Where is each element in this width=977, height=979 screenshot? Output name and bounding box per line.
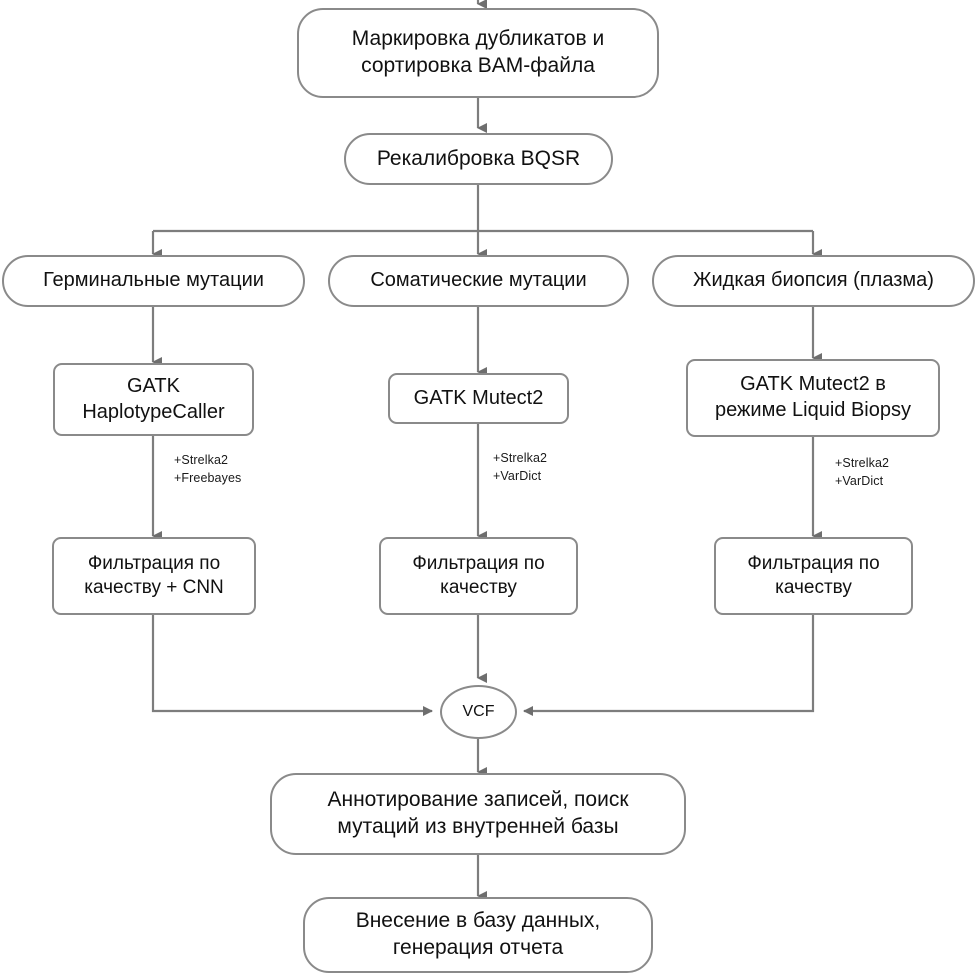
node-filter-germline[interactable]: Фильтрация по качеству + CNN: [52, 537, 256, 615]
node-gatk-mutect2-liquid[interactable]: GATK Mutect2 в режиме Liquid Biopsy: [686, 359, 940, 437]
node-germline-mutations[interactable]: Герминальные мутации: [2, 255, 305, 307]
node-mark-duplicates[interactable]: Маркировка дубликатов и сортировка BAM-ф…: [297, 8, 659, 98]
edge-label-somatic-tools: +Strelka2 +VarDict: [493, 451, 548, 483]
node-bqsr[interactable]: Рекалибровка BQSR: [344, 133, 613, 185]
node-annotation[interactable]: Аннотирование записей, поиск мутаций из …: [270, 773, 686, 855]
edge-filter-germline-to-vcf: [151, 615, 433, 716]
edge-filter-liquid-to-vcf: [523, 615, 815, 716]
node-liquid-biopsy[interactable]: Жидкая биопсия (плазма): [652, 255, 975, 307]
node-filter-liquid[interactable]: Фильтрация по качеству: [714, 537, 913, 615]
node-filter-somatic[interactable]: Фильтрация по качеству: [379, 537, 578, 615]
node-gatk-mutect2[interactable]: GATK Mutect2: [388, 373, 569, 424]
node-gatk-haplotypecaller[interactable]: GATK HaplotypeCaller: [53, 363, 254, 436]
edge-label-liquid-tools: +Strelka2 +VarDict: [835, 456, 890, 488]
node-somatic-mutations[interactable]: Соматические мутации: [328, 255, 629, 307]
edge-label-germline-tools: +Strelka2 +Freebayes: [174, 453, 242, 485]
node-vcf[interactable]: VCF: [440, 685, 517, 739]
node-report[interactable]: Внесение в базу данных, генерация отчета: [303, 897, 653, 973]
